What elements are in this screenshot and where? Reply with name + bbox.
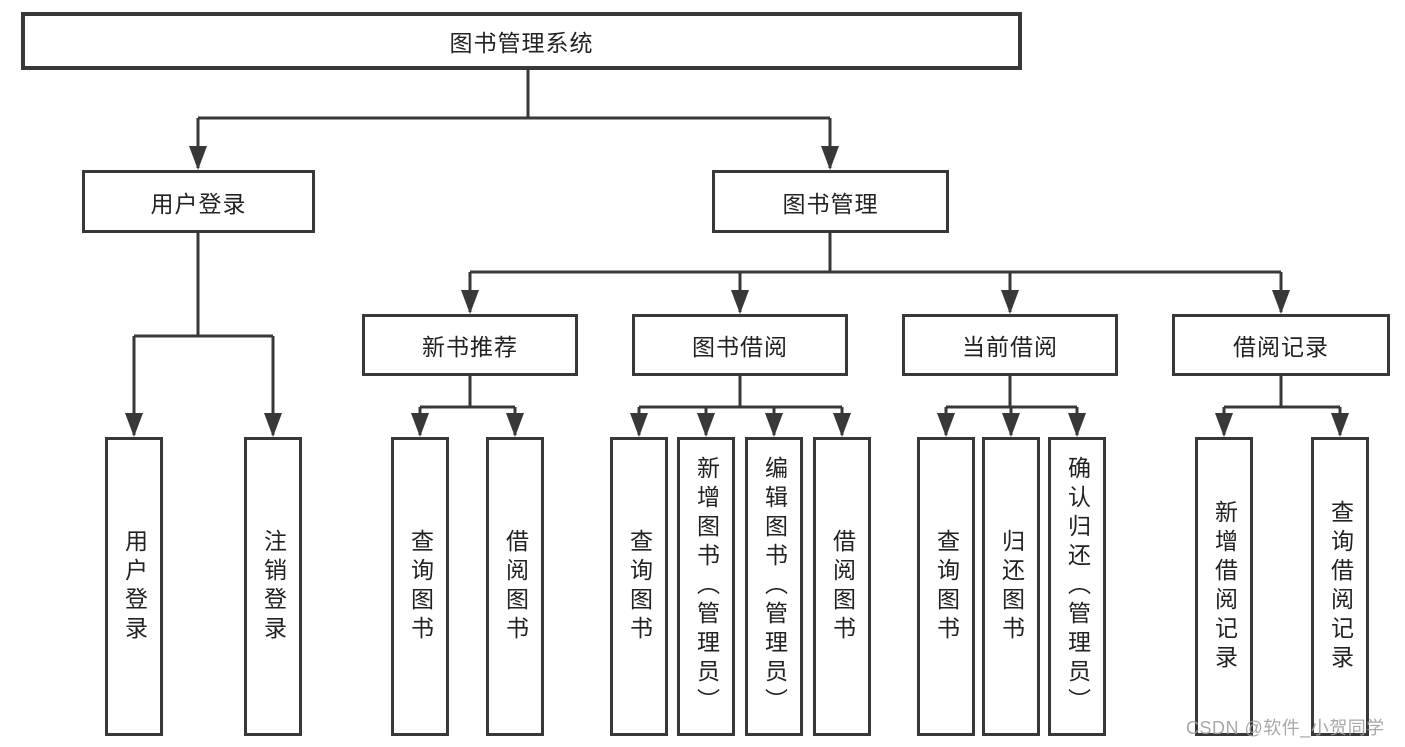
node-book-management: 图书管理 [712, 170, 949, 233]
leaf-borrow-books-recommend: 借阅图书 [486, 437, 544, 736]
node-user-login-branch: 用户登录 [82, 170, 315, 233]
node-label: 新书推荐 [422, 334, 518, 360]
node-new-book-recommend: 新书推荐 [362, 314, 578, 376]
node-current-borrow: 当前借阅 [902, 314, 1118, 376]
leaf-confirm-return-admin: 确认归还（管理员） [1048, 437, 1106, 736]
node-label: 查询图书 [626, 528, 653, 645]
node-label: 借阅图书 [502, 528, 529, 645]
node-label: 用户登录 [121, 528, 148, 645]
node-label: 归还图书 [998, 528, 1025, 645]
leaf-borrow-books: 借阅图书 [813, 437, 871, 736]
node-label: 当前借阅 [962, 334, 1058, 360]
connector-paths [132, 69, 1342, 435]
leaf-query-books-recommend: 查询图书 [391, 437, 449, 736]
leaf-edit-books-admin: 编辑图书（管理员） [745, 437, 803, 736]
node-label: 查询图书 [407, 528, 434, 645]
csdn-watermark: CSDN @软件_小贺同学 [1186, 718, 1385, 738]
leaf-query-books-current: 查询图书 [917, 437, 975, 736]
node-label: 新增借阅记录 [1211, 499, 1238, 674]
leaf-query-borrow-record: 查询借阅记录 [1311, 437, 1369, 736]
node-label: 图书借阅 [692, 334, 788, 360]
leaf-add-borrow-record: 新增借阅记录 [1195, 437, 1253, 736]
node-book-borrow: 图书借阅 [632, 314, 848, 376]
node-label: 借阅记录 [1233, 334, 1329, 360]
node-label: 借阅图书 [829, 528, 856, 645]
node-borrow-records: 借阅记录 [1172, 314, 1390, 376]
node-label: 确认归还（管理员） [1064, 456, 1091, 717]
node-label: 新增图书（管理员） [693, 456, 720, 717]
leaf-query-books-borrow: 查询图书 [610, 437, 668, 736]
arrowhead-icons [125, 146, 1349, 437]
leaf-logout: 注销登录 [244, 437, 302, 736]
node-label: 注销登录 [260, 528, 287, 645]
node-book-management-system: 图书管理系统 [21, 12, 1022, 70]
leaf-user-login: 用户登录 [105, 437, 163, 736]
node-label: 查询借阅记录 [1327, 499, 1354, 674]
leaf-return-books: 归还图书 [982, 437, 1040, 736]
leaf-add-books-admin: 新增图书（管理员） [677, 437, 735, 736]
node-label: 查询图书 [933, 528, 960, 645]
node-label: 用户登录 [150, 190, 247, 217]
node-label: 图书管理 [782, 190, 879, 217]
node-label: 图书管理系统 [449, 30, 594, 56]
node-label: 编辑图书（管理员） [761, 456, 788, 717]
